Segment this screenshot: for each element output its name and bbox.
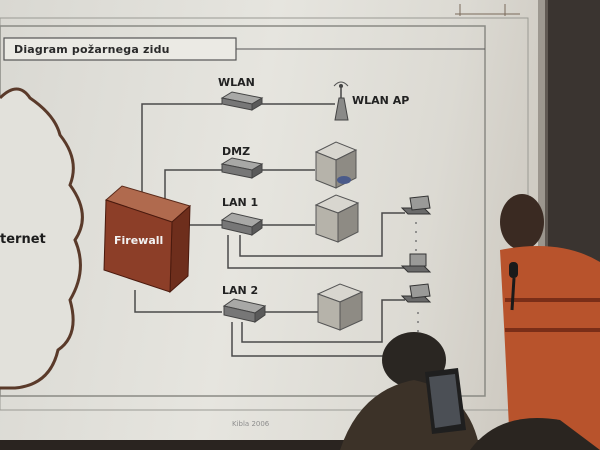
presenter-figure (500, 194, 600, 450)
diagram-frame (0, 25, 486, 397)
lan2-server-icon (316, 283, 364, 331)
internet-cloud-icon (0, 87, 84, 390)
wlan-ap-label: WLAN AP (352, 94, 410, 107)
wlan-switch-icon (220, 91, 264, 111)
dotted-links (415, 222, 419, 352)
lan2-laptop-icon (400, 283, 432, 303)
lan1-server-icon (314, 194, 360, 243)
internet-label: ternet (0, 232, 46, 247)
lan1-label: LAN 1 (222, 196, 259, 209)
audience-foreground (340, 332, 600, 450)
wlan-antenna-icon (333, 81, 349, 121)
projection-screen (0, 0, 545, 440)
slide-footer: Kibla 2006 (232, 420, 270, 428)
dmz-label: DMZ (222, 145, 251, 158)
lan2-label: LAN 2 (222, 284, 259, 297)
lan1-switch-icon (220, 212, 264, 236)
slide-title: Diagram požarnega zidu (14, 43, 170, 56)
wlan-label: WLAN (218, 76, 255, 89)
connection-lines (134, 103, 405, 357)
dmz-server-icon (314, 141, 358, 189)
lan2-switch-icon (222, 298, 267, 323)
dmz-switch-icon (220, 157, 264, 179)
firewall-label: Firewall (114, 234, 164, 247)
firewall-icon (103, 185, 192, 294)
lan1-laptop-icon (400, 195, 432, 215)
lan1-workstation-icon (400, 253, 432, 273)
